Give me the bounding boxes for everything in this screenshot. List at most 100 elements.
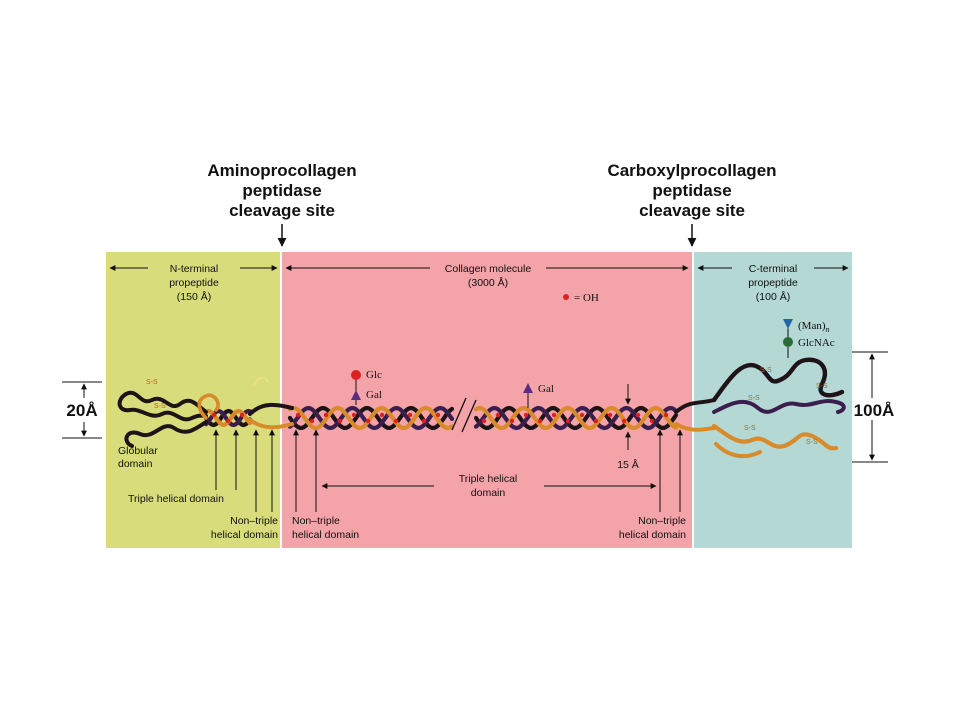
c-globular-strand xyxy=(711,423,839,451)
non-triple-col-left-callout: Non–triple helical domain xyxy=(292,429,359,541)
c-terminal-label-2: propeptide xyxy=(748,277,798,289)
oh-dot xyxy=(351,412,357,418)
oh-dot xyxy=(211,412,217,418)
man-label: (Man)n xyxy=(798,320,830,334)
oh-dot xyxy=(407,412,413,418)
oh-dot xyxy=(239,412,245,418)
oh-dot xyxy=(295,412,301,418)
oh-dot xyxy=(225,418,231,424)
mannose-sugar: (Man)n GlcNAc xyxy=(783,319,835,358)
triple-helical-left-callout: Triple helical domain xyxy=(128,429,239,505)
dimension-20a: 20Å xyxy=(62,381,102,439)
connector-strand xyxy=(674,398,716,414)
glcnac-label: GlcNAc xyxy=(798,337,835,349)
break-line-right xyxy=(461,399,477,433)
c-terminal-label-1: C-terminal xyxy=(749,263,797,275)
globular-label-2: domain xyxy=(118,458,153,470)
triple-helical-left-label: Triple helical domain xyxy=(128,493,224,505)
connector-strand xyxy=(248,402,294,416)
globular-strand xyxy=(197,393,220,420)
non-triple-col-left-label-1: Non–triple xyxy=(292,515,340,527)
glc-circle xyxy=(351,370,361,380)
disulfide-label: S-S xyxy=(816,383,828,390)
helix-strand xyxy=(203,408,253,428)
n-terminal-label-2: propeptide xyxy=(169,277,219,289)
oh-dot xyxy=(509,418,515,424)
carboxyl-cleavage-header: Carboxylprocollagen peptidase cleavage s… xyxy=(607,161,777,247)
c-globular-strand xyxy=(714,442,762,459)
gal-label-left: Gal xyxy=(366,389,382,401)
disulfide-label: S-S xyxy=(748,395,760,402)
oh-dot xyxy=(495,412,501,418)
man-triangle xyxy=(783,319,793,329)
amino-cleavage-header: Aminoprocollagen peptidase cleavage site xyxy=(207,161,357,247)
amino-header-line3: cleavage site xyxy=(229,201,335,220)
connector-strand xyxy=(248,418,294,430)
disulfide-label: S-S xyxy=(154,403,166,410)
oh-dot xyxy=(607,412,613,418)
globular-label-1: Globular xyxy=(118,445,158,457)
carboxyl-header-line2: peptidase xyxy=(652,181,731,200)
oh-dot xyxy=(537,418,543,424)
oh-legend-dot xyxy=(563,294,569,300)
oh-dot xyxy=(649,418,655,424)
gal-triangle-left xyxy=(351,390,361,400)
non-triple-n-label-1: Non–triple xyxy=(230,515,278,527)
oh-dot xyxy=(393,418,399,424)
disulfide-label: S-S xyxy=(760,367,772,374)
collagen-label-1: Collagen molecule xyxy=(445,263,532,275)
helix-strand xyxy=(287,405,455,431)
oh-dot xyxy=(579,412,585,418)
connector-strand xyxy=(674,422,716,432)
break-line-left xyxy=(451,397,467,431)
non-triple-col-left-label-2: helical domain xyxy=(292,529,359,541)
n-terminal-label-3: (150 Å) xyxy=(177,290,211,303)
disulfide-label: S-S xyxy=(806,439,818,446)
globular-domain-callout: Globular domain xyxy=(118,445,158,470)
helix-strand xyxy=(473,405,679,431)
globular-strand xyxy=(253,377,269,387)
amino-header-line2: peptidase xyxy=(242,181,321,200)
oh-dot xyxy=(663,412,669,418)
oh-dot xyxy=(635,412,641,418)
c-globular-strand xyxy=(711,357,845,403)
collagen-label-2: (3000 Å) xyxy=(468,276,508,289)
oh-dot xyxy=(309,418,315,424)
spacing-15a: 15 Å xyxy=(617,384,639,471)
gal-triangle-right xyxy=(523,383,533,393)
triple-helical-center-callout: Triple helical domain xyxy=(321,473,657,499)
glc-gal-sugar: Glc Gal xyxy=(351,369,382,405)
carboxyl-header-line3: cleavage site xyxy=(639,201,745,220)
triple-center-label-2: domain xyxy=(471,487,506,499)
procollagen-strands: S-S S-S S-S S-S S-S S-S S-S xyxy=(117,357,846,459)
non-triple-col-right-label-1: Non–triple xyxy=(638,515,686,527)
dim-100a-label: 100Å xyxy=(854,401,895,420)
non-triple-n-callout: Non–triple helical domain xyxy=(211,429,278,541)
glc-label: Glc xyxy=(366,369,382,381)
oh-dot xyxy=(435,412,441,418)
dim-20a-label: 20Å xyxy=(66,401,97,420)
glcnac-circle xyxy=(783,337,793,347)
collagen-region xyxy=(282,252,692,548)
gal-sugar-right: Gal xyxy=(523,383,554,408)
disulfide-label: S-S xyxy=(146,379,158,386)
oh-legend-label: = OH xyxy=(574,292,599,304)
amino-header-line1: Aminoprocollagen xyxy=(207,161,356,180)
non-triple-n-label-2: helical domain xyxy=(211,529,278,541)
oh-dot xyxy=(621,418,627,424)
oh-dot xyxy=(365,418,371,424)
triple-center-label-1: Triple helical xyxy=(459,473,518,485)
gal-label-right: Gal xyxy=(538,383,554,395)
n-terminal-label-1: N-terminal xyxy=(170,263,218,275)
disulfide-label: S-S xyxy=(744,425,756,432)
oh-dot xyxy=(379,412,385,418)
dimension-100a: 100Å xyxy=(852,351,895,463)
oh-dot xyxy=(523,412,529,418)
n-terminal-span: N-terminal propeptide (150 Å) xyxy=(109,263,278,303)
non-triple-col-right-label-2: helical domain xyxy=(619,529,686,541)
oh-dot xyxy=(565,418,571,424)
collagen-span: Collagen molecule (3000 Å) xyxy=(285,263,689,289)
oh-dot xyxy=(593,418,599,424)
oh-dot xyxy=(551,412,557,418)
